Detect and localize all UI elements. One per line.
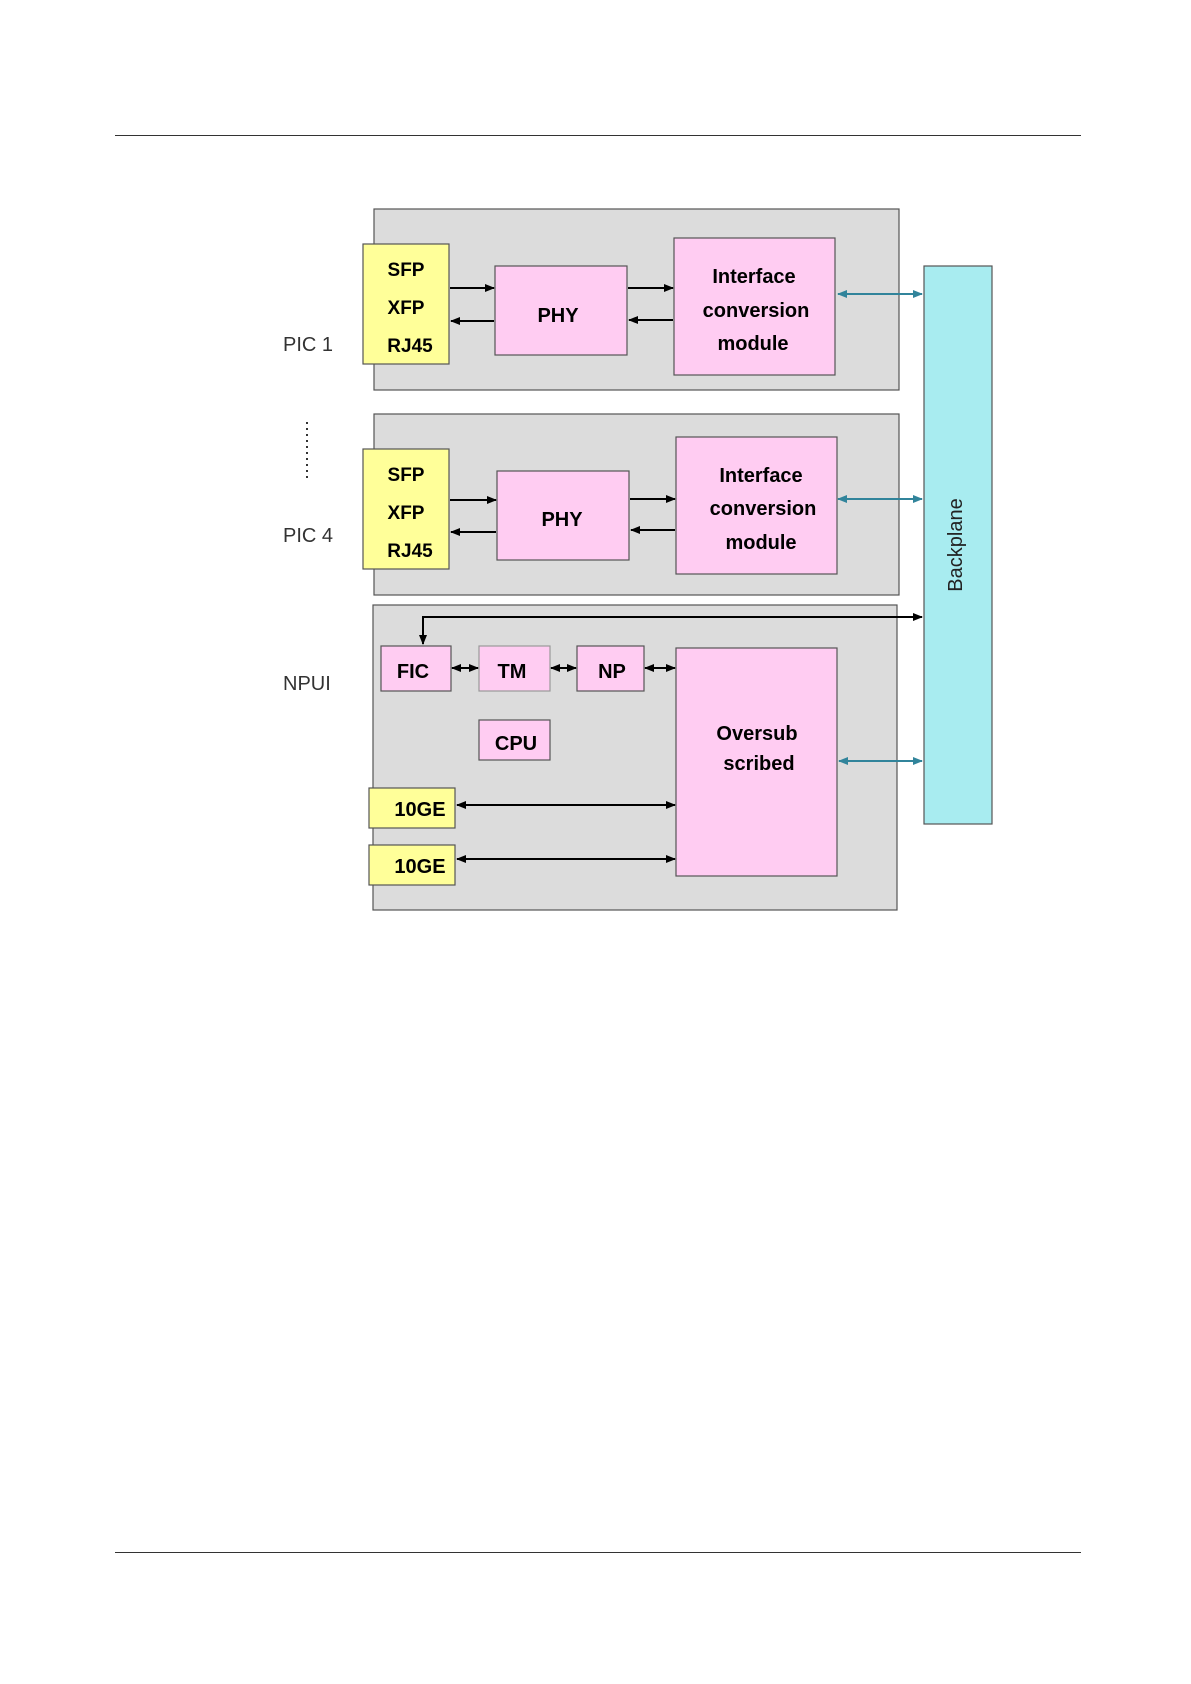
pic4-port-rj45: RJ45 bbox=[387, 541, 433, 562]
pic4-phy-label: PHY bbox=[541, 509, 583, 531]
oversubscribed-line-2: scribed bbox=[723, 753, 794, 775]
pic1-interface-line-2: conversion bbox=[703, 300, 810, 322]
fic-label: FIC bbox=[397, 661, 429, 683]
oversubscribed-line-1: Oversub bbox=[716, 723, 797, 745]
10ge-port-a-label: 10GE bbox=[394, 799, 445, 821]
pic4-interface-module: Interface conversion module bbox=[676, 437, 837, 574]
pic1-phy-label: PHY bbox=[537, 305, 579, 327]
np-label: NP bbox=[598, 661, 626, 683]
pic1-label: PIC 1 bbox=[283, 334, 333, 356]
fic-block: FIC bbox=[381, 646, 451, 691]
pic1-phy-block: PHY bbox=[495, 266, 627, 355]
pic1-interface-line-1: Interface bbox=[712, 266, 795, 288]
pic4-port-xfp: XFP bbox=[388, 503, 425, 524]
pic4-port-sfp: SFP bbox=[388, 465, 425, 486]
np-block: NP bbox=[577, 646, 644, 691]
cpu-label: CPU bbox=[495, 733, 537, 755]
pic4-interface-line-2: conversion bbox=[710, 498, 817, 520]
pic4-interface-line-3: module bbox=[725, 532, 796, 554]
pic1-interface-line-3: module bbox=[717, 333, 788, 355]
npui-label: NPUI bbox=[283, 673, 331, 695]
pic1-port-rj45: RJ45 bbox=[387, 336, 433, 357]
backplane: Backplane bbox=[924, 266, 992, 824]
tm-block: TM bbox=[479, 646, 550, 691]
10ge-port-b: 10GE bbox=[369, 845, 455, 885]
pic1-port-block: SFP XFP RJ45 bbox=[363, 244, 449, 364]
pic1-port-xfp: XFP bbox=[388, 298, 425, 319]
pic4-interface-line-1: Interface bbox=[719, 465, 802, 487]
pic1-interface-module: Interface conversion module bbox=[674, 238, 835, 375]
pic4-phy-block: PHY bbox=[497, 471, 629, 560]
npui-section: FIC TM NP CPU 10GE 10GE Oversub scribed bbox=[369, 605, 897, 910]
pic1-port-sfp: SFP bbox=[388, 260, 425, 281]
pic1-section: SFP XFP RJ45 PHY Interface conversion mo… bbox=[363, 209, 899, 390]
oversubscribed-block: Oversub scribed bbox=[676, 648, 837, 876]
backplane-label: Backplane bbox=[945, 498, 967, 591]
10ge-port-a: 10GE bbox=[369, 788, 455, 828]
tm-label: TM bbox=[498, 661, 527, 683]
pic4-port-block: SFP XFP RJ45 bbox=[363, 449, 449, 569]
pic4-label: PIC 4 bbox=[283, 525, 333, 547]
10ge-port-b-label: 10GE bbox=[394, 856, 445, 878]
cpu-block: CPU bbox=[479, 720, 550, 760]
pic4-section: SFP XFP RJ45 PHY Interface conversion mo… bbox=[363, 414, 899, 595]
